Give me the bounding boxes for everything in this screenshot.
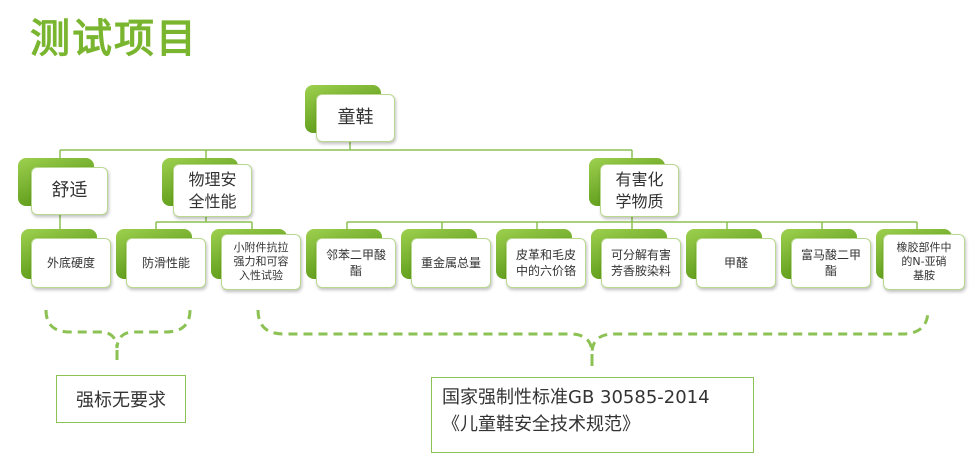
item-dmf: 富马酸二甲 酯 xyxy=(781,229,871,289)
item-label: 甲醛 xyxy=(696,238,776,288)
note-no-requirement: 强标无要求 xyxy=(56,375,186,423)
item-formaldehyde: 甲醛 xyxy=(686,229,776,289)
item-azo-dyes: 可分解有害 芳香胺染料 xyxy=(591,229,681,289)
category-comfort-label: 舒适 xyxy=(31,167,108,215)
standard-title: 《儿童鞋安全技术规范》 xyxy=(442,414,640,435)
item-nitrosamines: 橡胶部件中 的N-亚硝 基胺 xyxy=(876,229,966,290)
root-label: 童鞋 xyxy=(316,94,395,142)
item-heavy-metals: 重金属总量 xyxy=(401,229,491,289)
item-label: 邻苯二甲酸 酯 xyxy=(316,238,396,288)
item-phthalates: 邻苯二甲酸 酯 xyxy=(306,229,396,289)
note-standard: 国家强制性标准GB 30585-2014 《儿童鞋安全技术规范》 xyxy=(431,377,754,453)
category-comfort: 舒适 xyxy=(18,158,108,215)
item-chromium-vi: 皮革和毛皮 中的六价铬 xyxy=(496,229,586,289)
note-no-requirement-text: 强标无要求 xyxy=(76,390,166,411)
item-label: 外底硬度 xyxy=(31,238,111,288)
item-label: 富马酸二甲 酯 xyxy=(791,238,871,288)
item-label: 可分解有害 芳香胺染料 xyxy=(601,238,681,288)
category-physical: 物理安 全性能 xyxy=(162,158,252,217)
page-title: 测试项目 xyxy=(30,16,198,62)
item-attachment-test: 小附件抗拉 强力和可容 入性试验 xyxy=(211,229,301,290)
category-harmful: 有害化 学物质 xyxy=(589,158,679,217)
standard-code: 国家强制性标准GB 30585-2014 xyxy=(442,387,710,408)
category-harmful-label: 有害化 学物质 xyxy=(600,164,679,217)
item-label: 防滑性能 xyxy=(126,238,206,288)
item-label: 皮革和毛皮 中的六价铬 xyxy=(506,238,586,288)
category-physical-label: 物理安 全性能 xyxy=(173,164,252,217)
item-sole-hardness: 外底硬度 xyxy=(21,229,111,289)
item-slip-resistance: 防滑性能 xyxy=(116,229,206,289)
item-label: 小附件抗拉 强力和可容 入性试验 xyxy=(221,234,301,290)
left-brace xyxy=(44,309,192,349)
right-brace xyxy=(256,309,930,353)
item-label: 重金属总量 xyxy=(411,238,491,288)
root-node: 童鞋 xyxy=(305,85,395,142)
item-label: 橡胶部件中 的N-亚硝 基胺 xyxy=(883,234,965,290)
